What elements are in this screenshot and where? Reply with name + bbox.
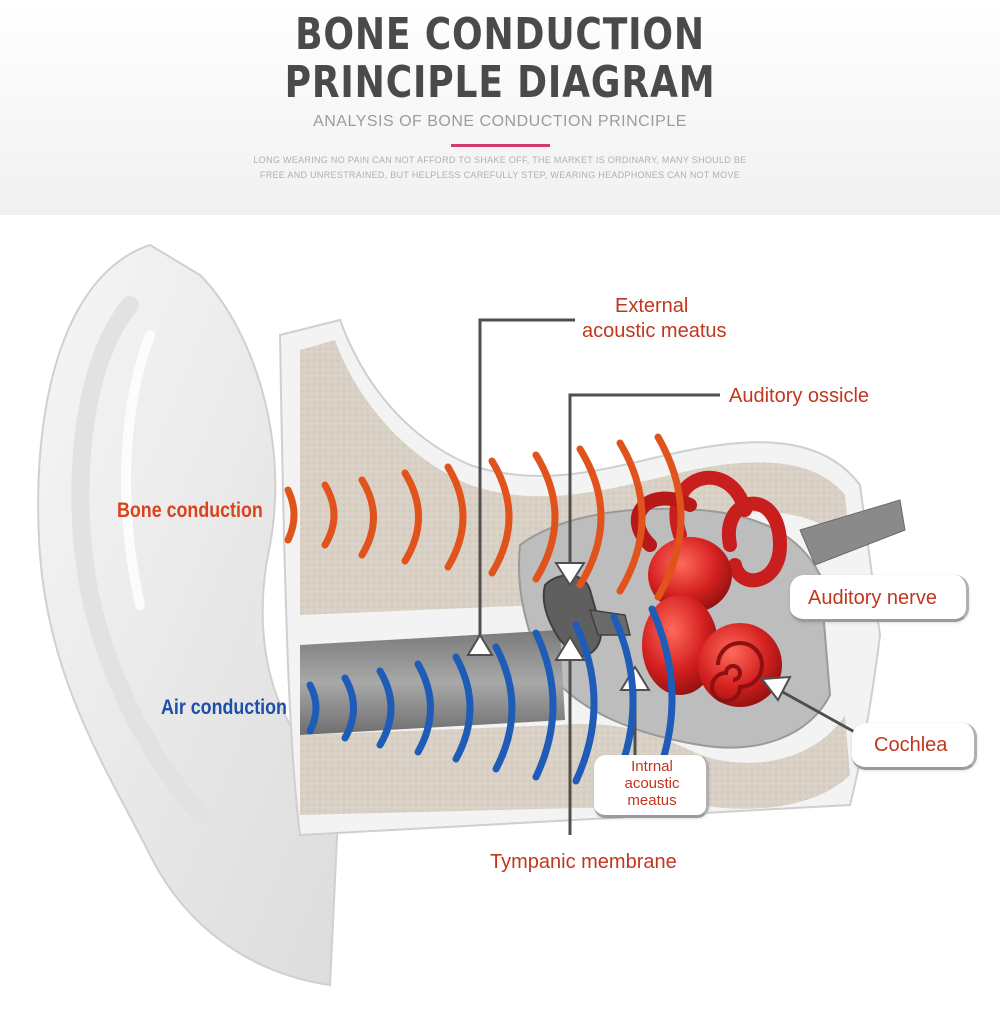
vestibule	[648, 537, 732, 613]
description-line-1: LONG WEARING NO PAIN CAN NOT AFFORD TO S…	[253, 155, 747, 165]
auricle-shape	[37, 243, 342, 987]
tympanic-membrane-label: Tympanic membrane	[490, 851, 677, 873]
ear-illustration	[37, 243, 906, 987]
title-line-1: BONE CONDUCTION	[295, 9, 705, 60]
internal-meatus-label-2: acoustic	[624, 775, 680, 792]
auditory-nerve-tube	[799, 499, 906, 566]
bone-conduction-waves	[284, 433, 685, 601]
cochlea-bubble	[852, 723, 977, 770]
internal-meatus-label-1: Intrnal	[631, 758, 673, 775]
internal-meatus-bubble	[594, 755, 709, 818]
title-line-2: PRINCIPLE DIAGRAM	[284, 57, 716, 108]
bone-tissue-lower	[300, 715, 850, 815]
leader-auditory-ossicle	[568, 393, 720, 570]
bone-tissue-upper	[300, 340, 850, 615]
air-conduction-label: Air conduction	[161, 696, 287, 719]
ear-diagram: Bone conduction Air conduction External …	[0, 215, 1000, 1020]
subtitle: ANALYSIS OF BONE CONDUCTION PRINCIPLE	[313, 113, 687, 130]
accent-divider	[451, 144, 550, 147]
leader-external-meatus	[478, 318, 575, 635]
header: BONE CONDUCTION PRINCIPLE DIAGRAM ANALYS…	[0, 0, 1000, 215]
auditory-ossicle-label: Auditory ossicle	[729, 385, 870, 407]
description-line-2: FREE AND UNRESTRAINED, BUT HELPLESS CARE…	[259, 170, 741, 180]
bone-conduction-label: Bone conduction	[117, 499, 263, 522]
cochlea-spiral	[698, 623, 782, 707]
auditory-nerve-bubble	[790, 575, 969, 622]
cochlea-label: Cochlea	[874, 734, 948, 756]
internal-meatus-label-3: meatus	[627, 792, 677, 809]
external-meatus-label-2: acoustic meatus	[582, 320, 727, 342]
auditory-nerve-label: Auditory nerve	[808, 587, 937, 609]
external-meatus-label-1: External	[615, 295, 689, 317]
leader-cochlea	[769, 683, 861, 737]
auricle-inner-fold	[71, 296, 209, 824]
